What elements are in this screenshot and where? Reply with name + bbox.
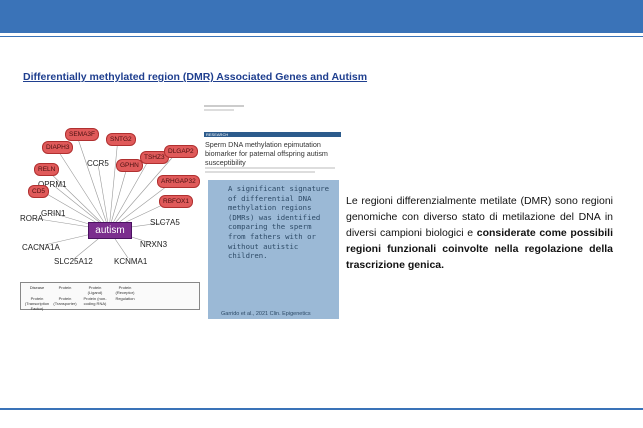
network-node: NRXN3	[140, 240, 168, 249]
network-node: SLC25A12	[54, 257, 93, 266]
network-node: DIAPH3	[42, 141, 74, 154]
paper-section-bar: RESEARCH	[204, 132, 341, 137]
autism-hub-node: autism	[88, 222, 132, 239]
legend-item: Protein	[58, 285, 72, 290]
legend-item: Protein (Ligand)	[87, 285, 103, 295]
network-node: CACNA1A	[22, 243, 60, 252]
slide-title[interactable]: Differentially methylated region (DMR) A…	[23, 71, 368, 83]
header-bar	[0, 0, 643, 33]
network-node: SNTG2	[106, 133, 136, 146]
paper-summary-box: A significant signature of differential …	[208, 180, 339, 319]
legend-item: Disease	[29, 285, 45, 290]
network-node: RELN	[34, 163, 60, 176]
network-node: GRIN1	[41, 209, 66, 218]
network-node: GPHN	[116, 159, 143, 172]
paper-authors-placeholder	[205, 167, 339, 173]
network-node: RBFOX1	[159, 195, 194, 208]
legend-item: Protein (non-coding RNA)	[83, 296, 107, 306]
paper-excerpt: RESEARCH Sperm DNA methylation epimutati…	[204, 105, 341, 319]
description-bold-text: considerate come possibili regioni funzi…	[346, 227, 614, 271]
paper-citation: Garrido et al., 2021 Clin. Epigenetics	[221, 311, 311, 317]
network-node: DLGAP2	[164, 145, 198, 158]
paper-summary-text: A significant signature of differential …	[228, 184, 330, 261]
network-node: CCR5	[87, 159, 109, 168]
legend-item: Protein (Transcription Factor)	[24, 296, 50, 311]
slide-description: Le regioni differenzialmente metilate (D…	[346, 193, 613, 273]
description-text: Le regioni differenzialmente metilate (D…	[346, 195, 613, 239]
network-node: OPRM1	[38, 180, 67, 189]
network-node: ARHGAP32	[157, 175, 200, 188]
network-node: KCNMA1	[114, 257, 148, 266]
header-divider	[0, 36, 643, 37]
legend-item: Regulation	[115, 296, 135, 301]
paper-section-label: RESEARCH	[206, 132, 229, 137]
network-legend: Disease Protein Protein (Ligand) Protein…	[20, 282, 200, 311]
legend-item: Protein (Receptor)	[115, 285, 135, 295]
paper-title: Sperm DNA methylation epimutation biomar…	[205, 140, 328, 167]
gene-network-figure: SEMA3F SNTG2 DIAPH3 CCR5 GPHN TSHZ3 DLGA…	[18, 118, 200, 311]
network-node: CD5	[28, 185, 50, 198]
footer-divider	[0, 408, 643, 410]
paper-meta	[204, 105, 244, 111]
network-node: SLC7A5	[150, 218, 180, 227]
network-node: SEMA3F	[65, 128, 100, 141]
legend-item: Protein (Transporter)	[53, 296, 77, 306]
network-node: RORA	[20, 214, 44, 223]
